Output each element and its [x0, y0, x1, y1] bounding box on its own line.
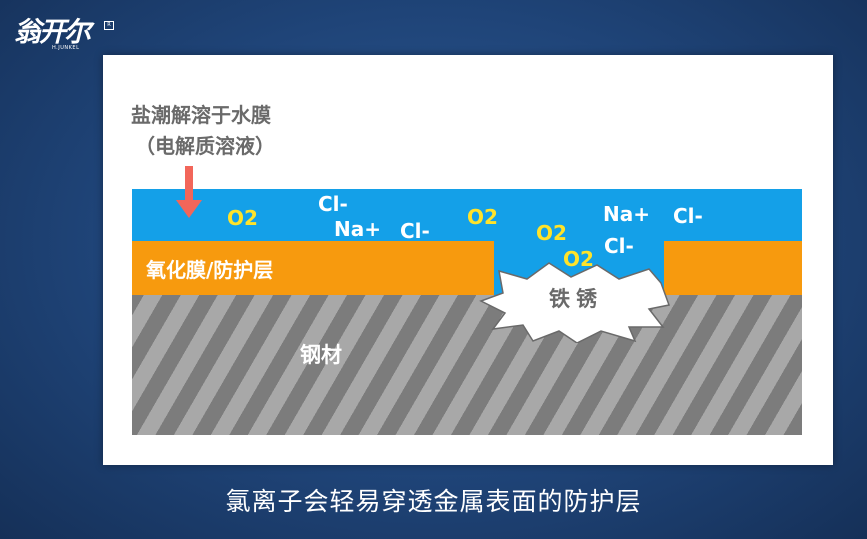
salt-label-line2: （电解质溶液）	[135, 134, 275, 158]
registered-mark: R	[104, 21, 114, 30]
brand-logo: 翁开尔 H.JUNKEL R	[14, 17, 114, 51]
cl-ion: Cl-	[604, 234, 634, 258]
steel-label: 钢材	[300, 343, 342, 367]
na-ion: Na+	[334, 217, 381, 241]
logo-subtitle: H.JUNKEL	[52, 45, 80, 51]
water-film-layer	[132, 189, 802, 244]
cl-ion: Cl-	[400, 219, 430, 243]
rust-label: 铁锈	[549, 287, 603, 311]
o2-ion: O2	[467, 205, 498, 229]
oxide-layer-right	[664, 241, 802, 295]
slide-panel: 盐潮解溶于水膜 （电解质溶液） 铁锈 O2 Cl- Na+ Cl- O2 O2 …	[103, 55, 833, 465]
subtitle-caption: 氯离子会轻易穿透金属表面的防护层	[225, 487, 642, 516]
oxide-layer-label: 氧化膜/防护层	[146, 258, 274, 282]
steel-layer	[132, 295, 802, 435]
salt-label-line1: 盐潮解溶于水膜	[131, 103, 271, 127]
cl-ion: Cl-	[673, 204, 703, 228]
o2-ion: O2	[563, 247, 594, 271]
o2-ion: O2	[227, 206, 258, 230]
rust-burst-shape	[479, 262, 671, 343]
o2-ion: O2	[536, 221, 567, 245]
oxide-layer-left	[132, 241, 494, 295]
cl-ion: Cl-	[318, 192, 348, 216]
logo-name: 翁开尔	[14, 17, 91, 48]
na-ion: Na+	[603, 202, 650, 226]
down-arrow-icon	[176, 166, 202, 218]
